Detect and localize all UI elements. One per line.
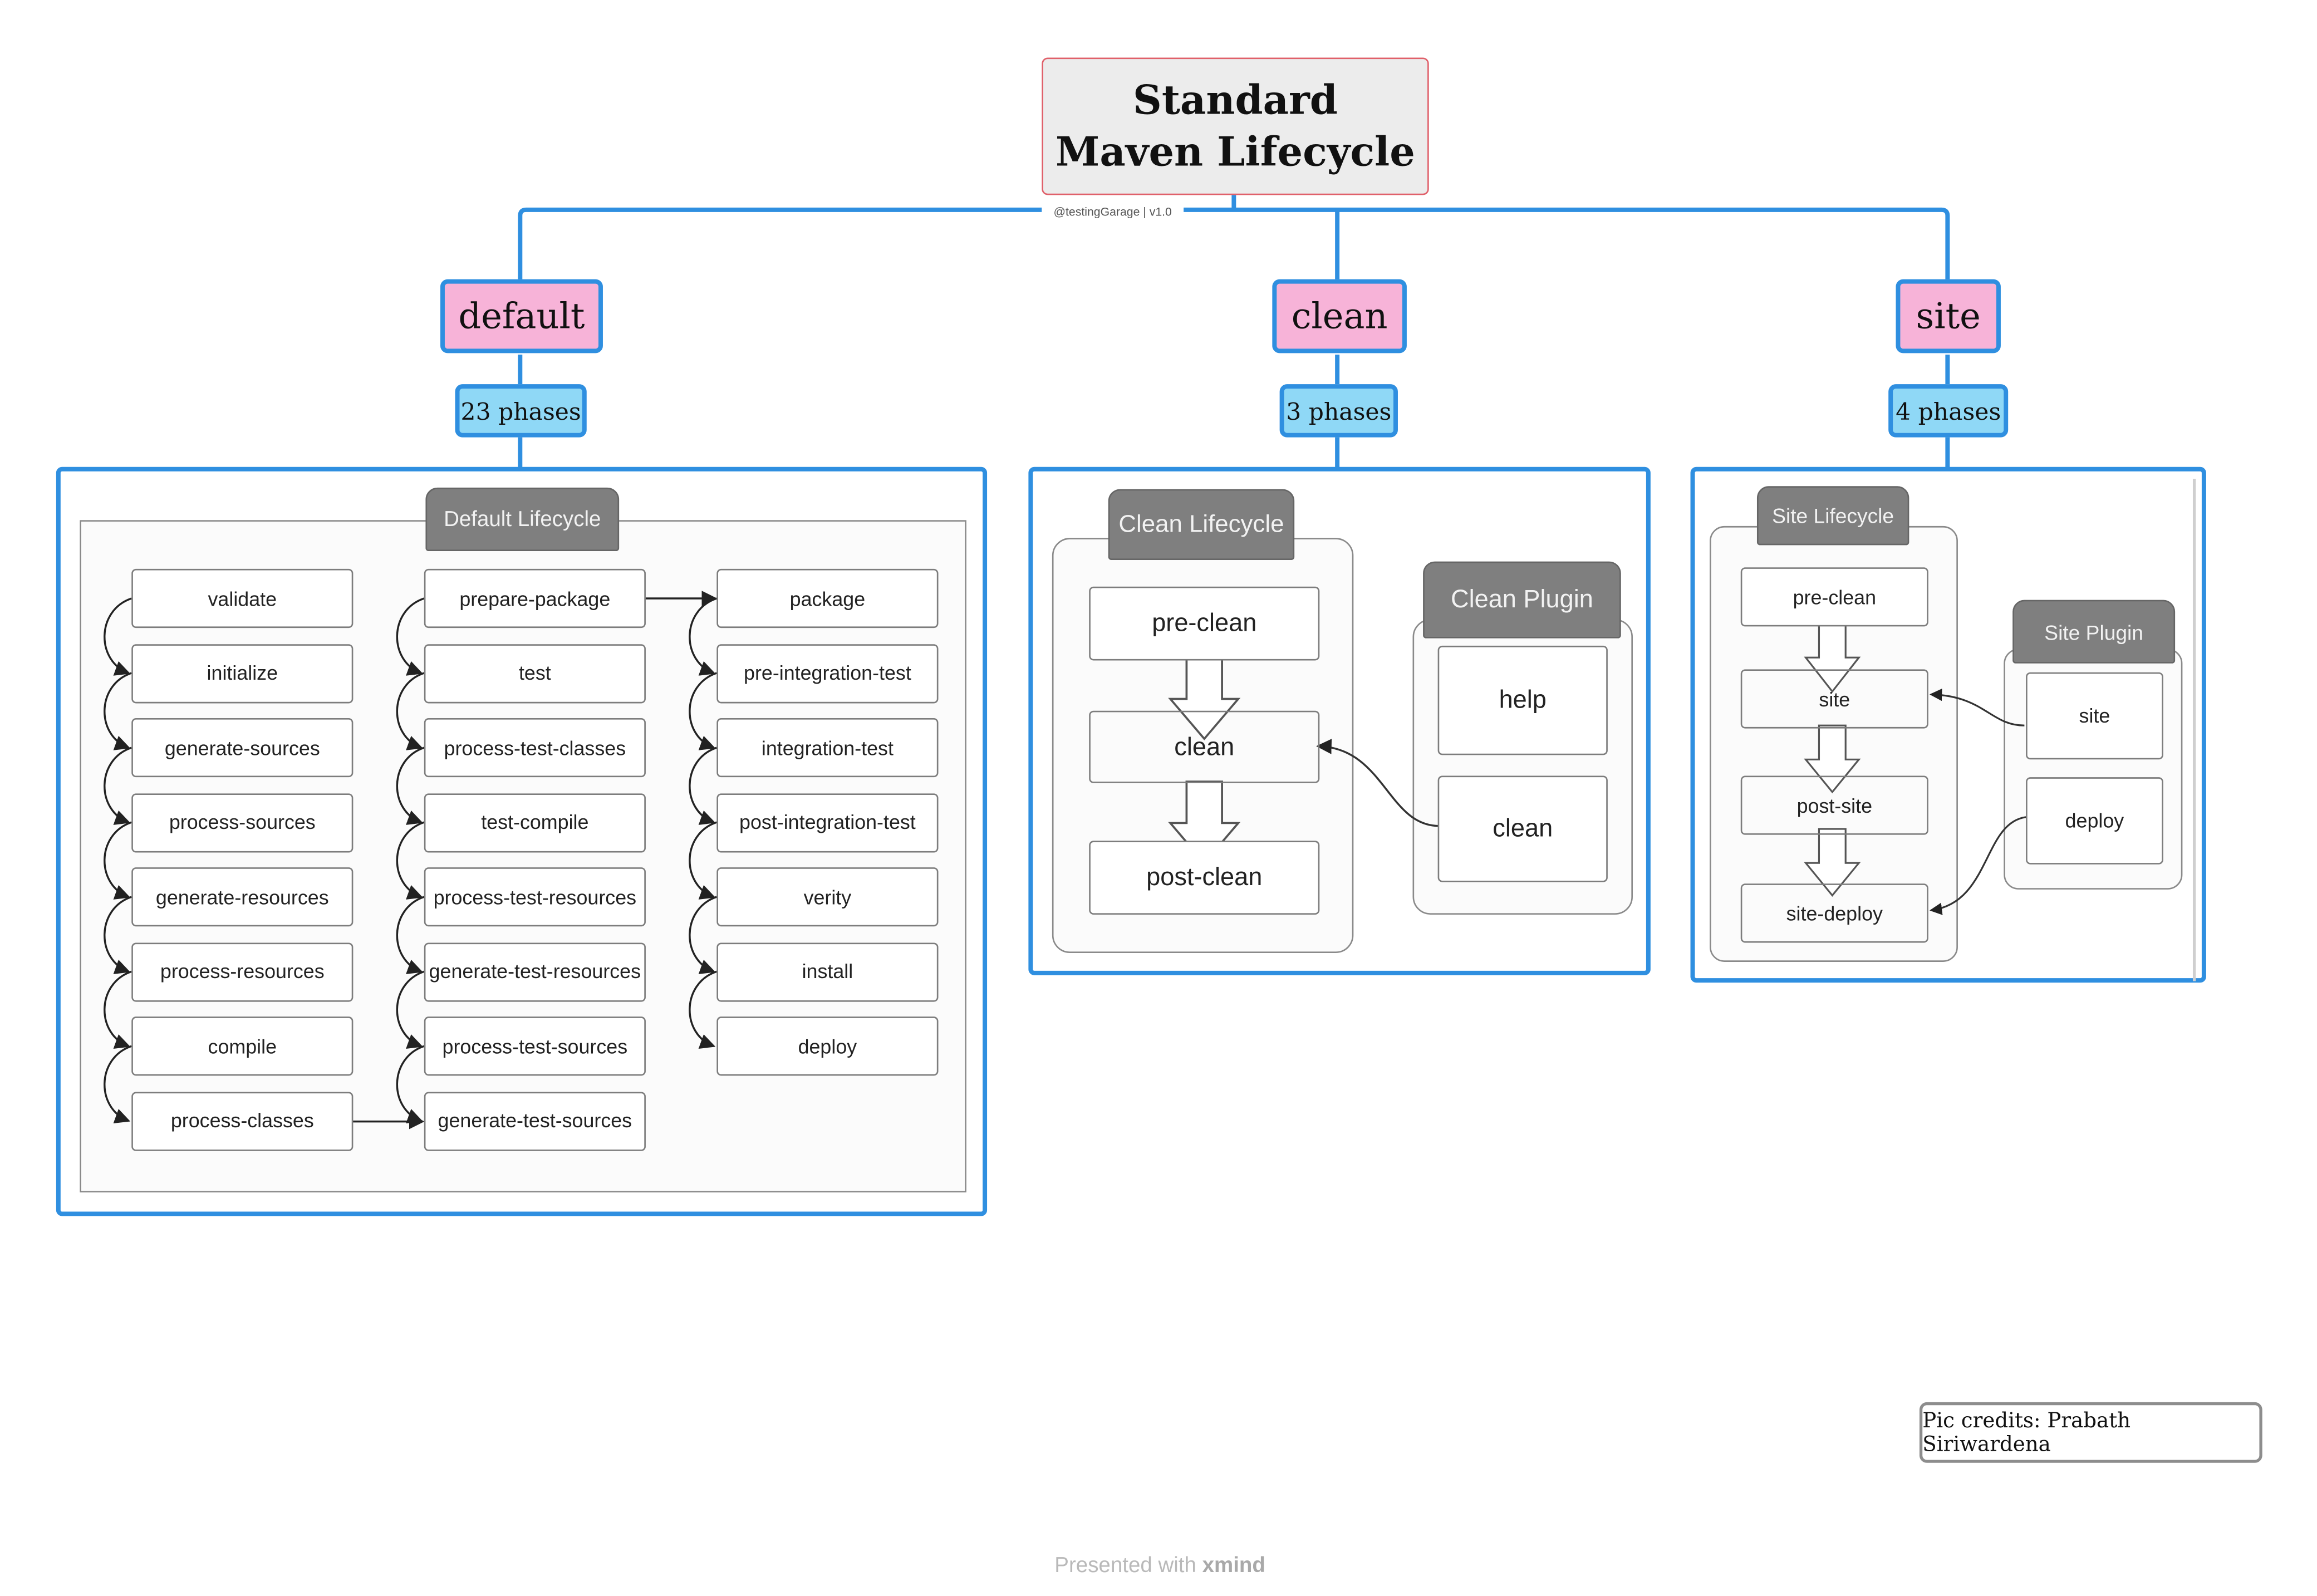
- root-topic[interactable]: Standard Maven Lifecycle: [1042, 57, 1429, 195]
- default-phase-col3-3[interactable]: integration-test: [716, 718, 939, 778]
- flow-arrow: [104, 672, 132, 750]
- flow-arrow: [689, 747, 717, 825]
- site-phase-pre-clean[interactable]: pre-clean: [1740, 567, 1928, 627]
- default-phase-col2-3[interactable]: process-test-classes: [424, 718, 646, 778]
- clean-goal-clean[interactable]: clean: [1437, 775, 1608, 882]
- version-tag: @testingGarage | v1.0: [1042, 204, 1184, 220]
- default-phase-col3-5[interactable]: verity: [716, 867, 939, 927]
- site-goal-deploy[interactable]: deploy: [2026, 777, 2163, 865]
- site-phase-site[interactable]: site: [1740, 669, 1928, 729]
- default-phase-col2-8[interactable]: generate-test-sources: [424, 1091, 646, 1151]
- flow-arrow: [396, 597, 425, 676]
- clean-phase-post-clean[interactable]: post-clean: [1089, 841, 1320, 915]
- default-flow-arrows: [104, 591, 718, 1130]
- site-lifecycle-tab: Site Lifecycle: [1756, 486, 1909, 546]
- clean-goal-help[interactable]: help: [1437, 645, 1608, 755]
- flow-arrow: [689, 672, 717, 750]
- xmind-logo: xmind: [1202, 1554, 1265, 1578]
- lifecycle-default[interactable]: default: [440, 279, 603, 353]
- default-phase-col1-8[interactable]: process-classes: [131, 1091, 354, 1151]
- flow-arrow: [396, 821, 425, 900]
- phases-count-clean[interactable]: 3 phases: [1279, 384, 1398, 438]
- flow-arrow: [689, 896, 717, 974]
- lifecycle-site[interactable]: site: [1896, 279, 2001, 353]
- flow-arrow: [396, 970, 425, 1049]
- phases-count-default[interactable]: 23 phases: [455, 384, 587, 438]
- flow-arrow: [396, 1045, 425, 1123]
- clean-lifecycle-image[interactable]: Clean Lifecycle Clean Plugin pre-clean c…: [1028, 466, 1651, 975]
- default-phase-col2-2[interactable]: test: [424, 643, 646, 703]
- footer-prefix: Presented with: [1054, 1554, 1196, 1578]
- site-lifecycle-image[interactable]: Site Lifecycle Site Plugin pre-clean sit…: [1690, 466, 2206, 983]
- root-title-line2: Maven Lifecycle: [1056, 129, 1415, 175]
- flow-arrow: [396, 896, 425, 974]
- default-phase-col1-2[interactable]: initialize: [131, 643, 354, 703]
- clean-phase-clean[interactable]: clean: [1089, 710, 1320, 783]
- default-phase-col1-1[interactable]: validate: [131, 568, 354, 628]
- default-phase-col2-5[interactable]: process-test-resources: [424, 867, 646, 927]
- flow-arrow: [689, 821, 717, 900]
- footer: Presented with xmind: [946, 1554, 1375, 1578]
- default-phase-col2-1[interactable]: prepare-package: [424, 568, 646, 628]
- default-phase-col1-3[interactable]: generate-sources: [131, 718, 354, 778]
- default-phase-col3-7[interactable]: deploy: [716, 1016, 939, 1076]
- site-phase-post-site[interactable]: post-site: [1740, 775, 1928, 835]
- divider: [2192, 478, 2195, 981]
- lifecycle-clean[interactable]: clean: [1272, 279, 1407, 353]
- default-phase-col2-6[interactable]: generate-test-resources: [424, 942, 646, 1001]
- flow-arrow: [104, 970, 132, 1049]
- default-phase-col3-6[interactable]: install: [716, 942, 939, 1001]
- flow-arrow: [104, 747, 132, 825]
- root-title-line1: Standard: [1133, 77, 1338, 124]
- default-phase-col3-2[interactable]: pre-integration-test: [716, 643, 939, 703]
- clean-plugin-tab: Clean Plugin: [1423, 561, 1621, 639]
- flow-arrow: [104, 896, 132, 974]
- default-lifecycle-tab: Default Lifecycle: [425, 487, 620, 552]
- site-goal-site[interactable]: site: [2026, 672, 2163, 760]
- default-phase-col1-6[interactable]: process-resources: [131, 942, 354, 1001]
- default-phase-col2-7[interactable]: process-test-sources: [424, 1016, 646, 1076]
- credits-note[interactable]: Pic credits: Prabath Siriwardena: [1919, 1402, 2262, 1463]
- flow-arrow: [689, 970, 717, 1049]
- flow-arrow: [104, 821, 132, 900]
- flow-arrow: [104, 1045, 132, 1123]
- default-phase-col3-1[interactable]: package: [716, 568, 939, 628]
- default-phase-col1-5[interactable]: generate-resources: [131, 867, 354, 927]
- flow-arrow: [396, 747, 425, 825]
- default-lifecycle-panel: [80, 520, 966, 1193]
- default-phase-col1-7[interactable]: compile: [131, 1016, 354, 1076]
- flow-arrow: [689, 597, 717, 676]
- default-phase-col1-4[interactable]: process-sources: [131, 793, 354, 852]
- site-plugin-tab: Site Plugin: [2012, 600, 2176, 664]
- clean-lifecycle-tab: Clean Lifecycle: [1108, 489, 1295, 560]
- flow-arrow: [396, 672, 425, 750]
- phases-count-site[interactable]: 4 phases: [1888, 384, 2009, 438]
- flow-arrow: [104, 597, 132, 676]
- clean-phase-pre-clean[interactable]: pre-clean: [1089, 586, 1320, 661]
- site-flow-arrows: [1804, 624, 2026, 915]
- default-lifecycle-image[interactable]: Default Lifecycle validate initialize gene…: [56, 466, 988, 1216]
- default-phase-col2-4[interactable]: test-compile: [424, 793, 646, 852]
- default-phase-col3-4[interactable]: post-integration-test: [716, 793, 939, 852]
- site-phase-site-deploy[interactable]: site-deploy: [1740, 883, 1928, 943]
